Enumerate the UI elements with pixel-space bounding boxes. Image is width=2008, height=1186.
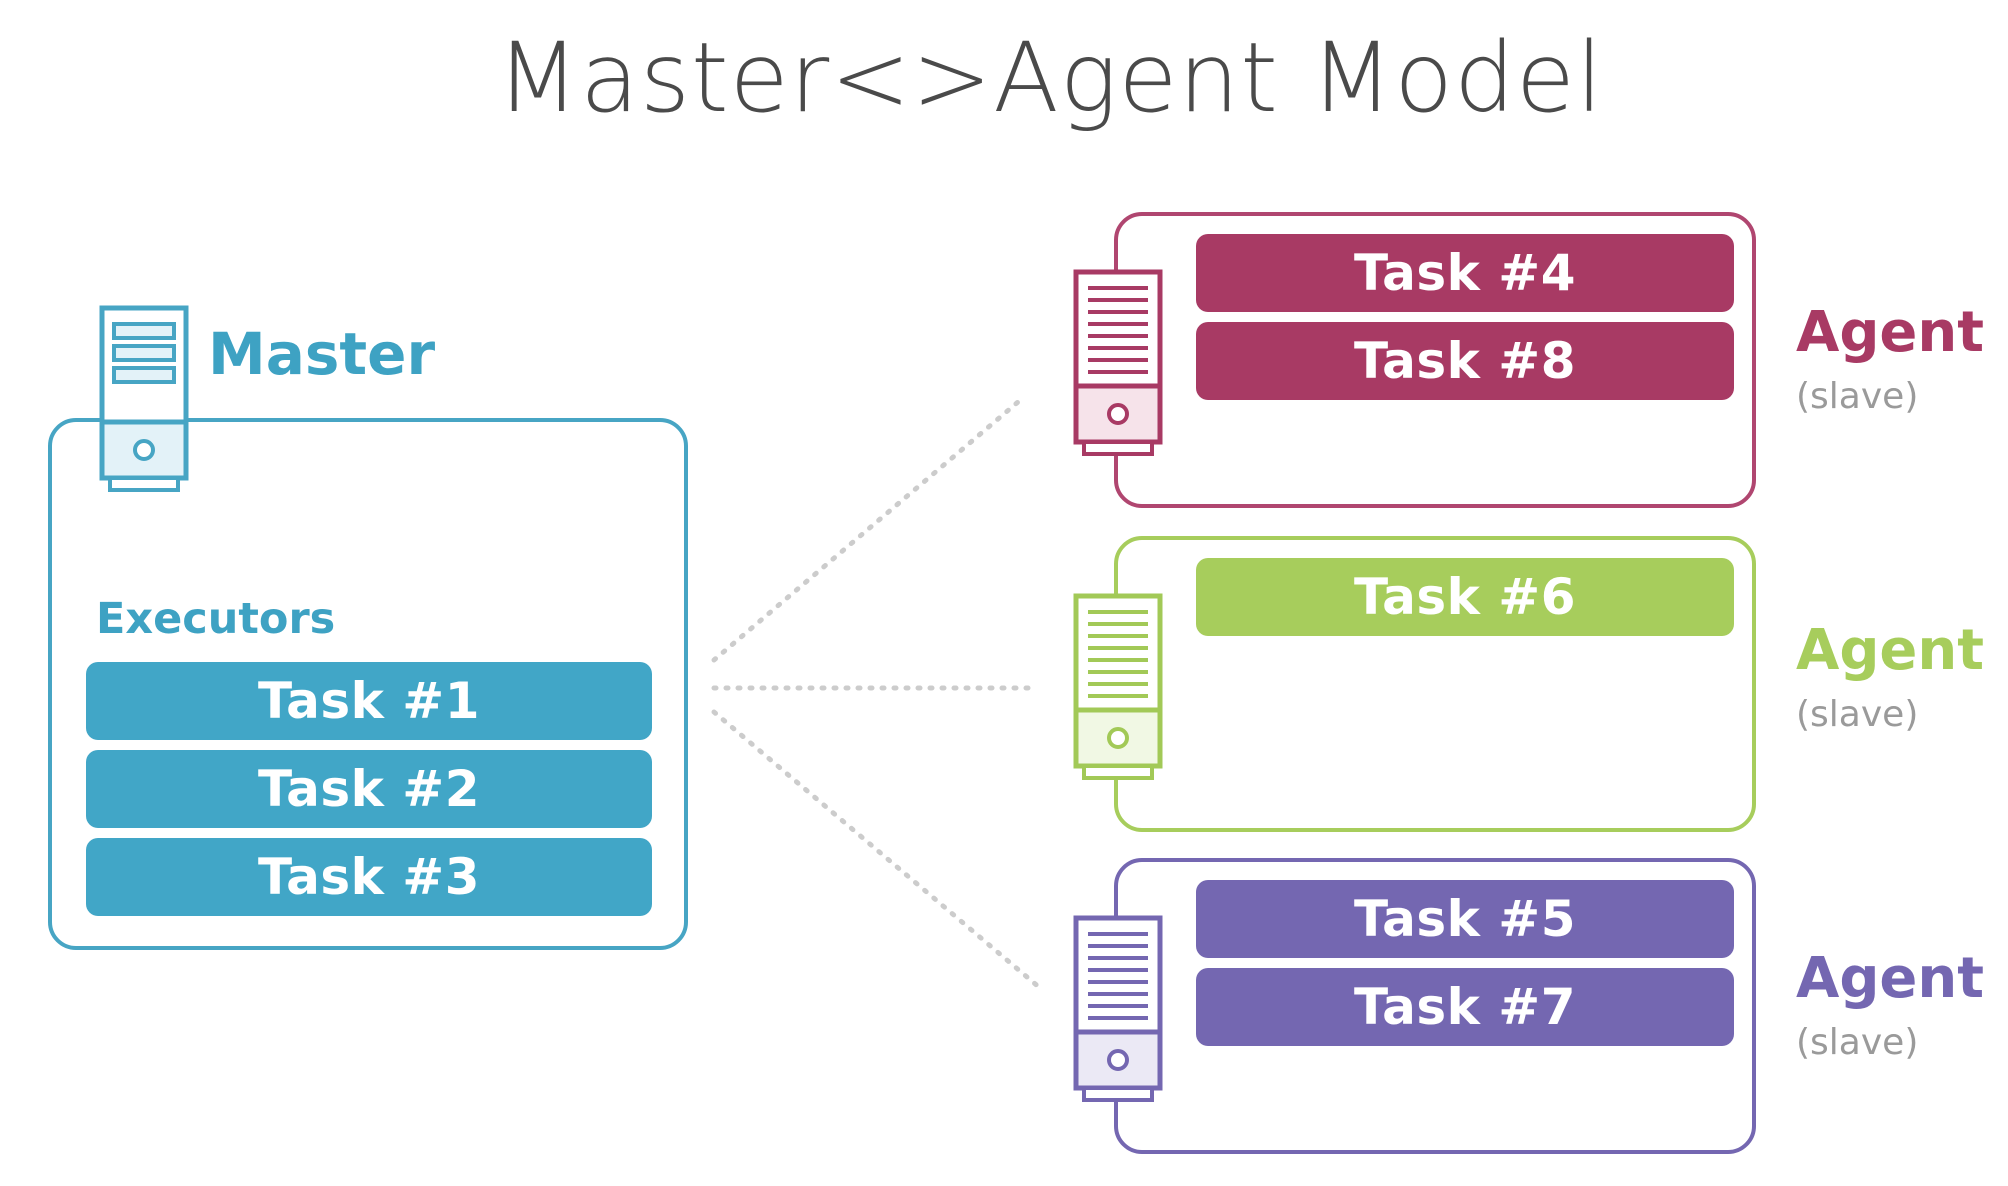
agent-2-server-icon <box>1073 593 1163 780</box>
agent-3-task-7: Task #7 <box>1196 968 1734 1046</box>
agent-2-sublabel: (slave) <box>1796 694 1919 735</box>
agent-2-label: Agent <box>1796 618 1985 683</box>
connector-to-agent-3 <box>711 709 1043 991</box>
diagram-title: Master<>Agent Model <box>496 22 1604 134</box>
master-task-3: Task #3 <box>86 838 652 916</box>
agent-1-task-8: Task #8 <box>1196 322 1734 400</box>
agent-3-task-5: Task #5 <box>1196 880 1734 958</box>
agent-1-label: Agent <box>1796 300 1985 365</box>
master-server-icon <box>99 305 189 492</box>
agent-2-task-6: Task #6 <box>1196 558 1734 636</box>
master-task-2: Task #2 <box>86 750 652 828</box>
master-label: Master <box>208 320 436 388</box>
agent-3-sublabel: (slave) <box>1796 1022 1919 1063</box>
agent-1-server-icon <box>1073 269 1163 456</box>
agent-3-label: Agent <box>1796 946 1985 1011</box>
master-task-1: Task #1 <box>86 662 652 740</box>
connector-to-agent-1 <box>711 399 1021 663</box>
agent-3-server-icon <box>1073 915 1163 1102</box>
executors-label: Executors <box>96 594 336 644</box>
agent-1-sublabel: (slave) <box>1796 376 1919 417</box>
agent-1-task-4: Task #4 <box>1196 234 1734 312</box>
